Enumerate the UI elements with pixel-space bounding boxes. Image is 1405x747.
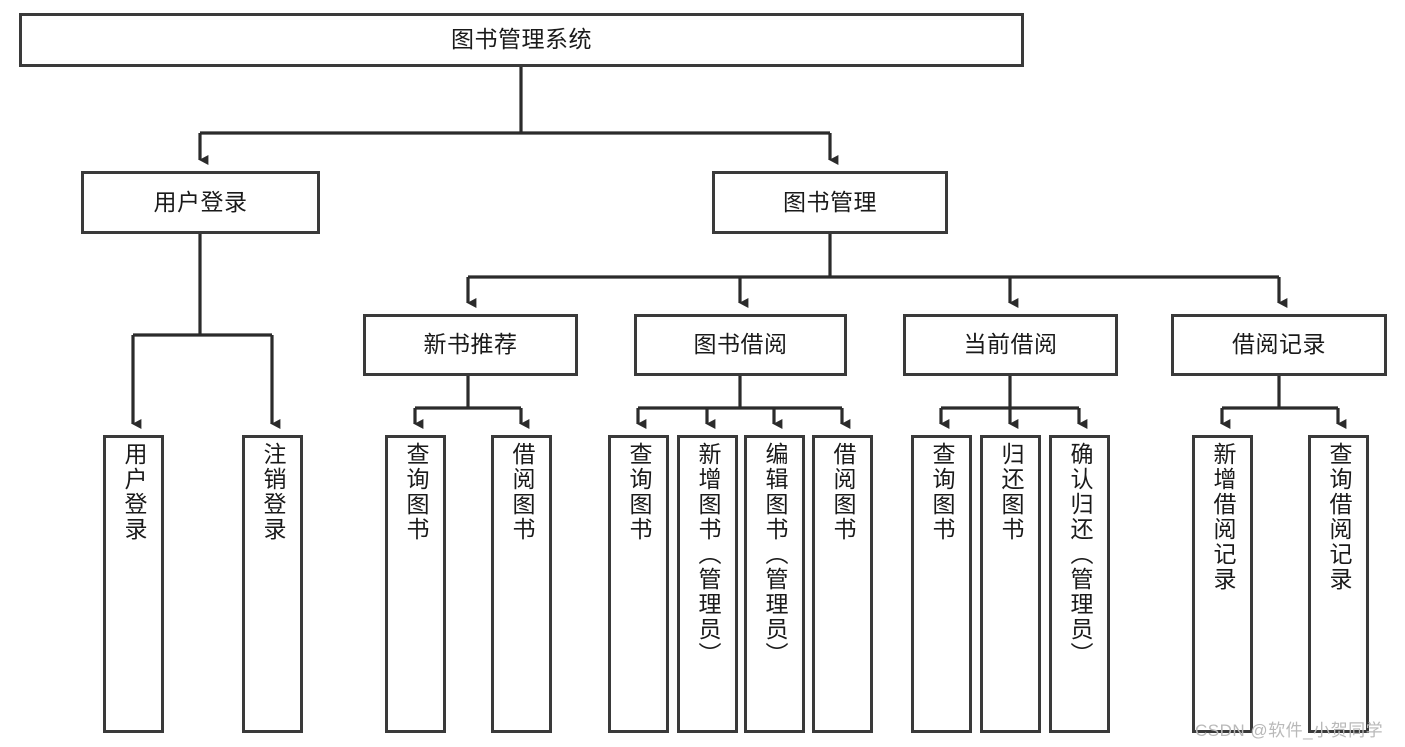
node-new-book-recommend[interactable]: 新书推荐 bbox=[363, 314, 578, 376]
node-label: 编辑图书（管理员） bbox=[762, 442, 788, 667]
leaf-confirm-return[interactable]: 确认归还（管理员） bbox=[1049, 435, 1110, 733]
node-label: 图书管理系统 bbox=[451, 26, 592, 53]
node-label: 查询借阅记录 bbox=[1326, 442, 1352, 592]
leaf-add-borrow-record[interactable]: 新增借阅记录 bbox=[1192, 435, 1253, 733]
node-label: 借阅图书 bbox=[830, 442, 856, 542]
node-label: 图书借阅 bbox=[693, 331, 788, 358]
leaf-user-logout[interactable]: 注销登录 bbox=[242, 435, 303, 733]
node-user-login[interactable]: 用户登录 bbox=[81, 171, 320, 234]
node-label: 查询图书 bbox=[929, 442, 955, 542]
leaf-edit-book[interactable]: 编辑图书（管理员） bbox=[744, 435, 805, 733]
leaf-user-login[interactable]: 用户登录 bbox=[103, 435, 164, 733]
leaf-query-book-current[interactable]: 查询图书 bbox=[911, 435, 972, 733]
node-label: 新书推荐 bbox=[423, 331, 518, 358]
node-label: 用户登录 bbox=[121, 442, 147, 542]
node-label: 查询图书 bbox=[403, 442, 429, 542]
node-root-system[interactable]: 图书管理系统 bbox=[19, 13, 1024, 67]
node-label: 当前借阅 bbox=[963, 331, 1058, 358]
node-label: 图书管理 bbox=[783, 188, 877, 215]
node-label: 借阅图书 bbox=[509, 442, 535, 542]
node-current-borrow[interactable]: 当前借阅 bbox=[903, 314, 1118, 376]
csdn-watermark: CSDN @软件_小贺同学 bbox=[1195, 721, 1384, 740]
node-label: 注销登录 bbox=[260, 442, 286, 542]
node-label: 借阅记录 bbox=[1232, 331, 1326, 358]
leaf-return-book[interactable]: 归还图书 bbox=[980, 435, 1041, 733]
leaf-borrow-book[interactable]: 借阅图书 bbox=[812, 435, 873, 733]
leaf-borrow-book-recommend[interactable]: 借阅图书 bbox=[491, 435, 552, 733]
leaf-add-book[interactable]: 新增图书（管理员） bbox=[677, 435, 738, 733]
leaf-query-borrow-record[interactable]: 查询借阅记录 bbox=[1308, 435, 1369, 733]
node-label: 用户登录 bbox=[153, 188, 248, 215]
node-label: 新增借阅记录 bbox=[1210, 442, 1236, 592]
node-book-borrow[interactable]: 图书借阅 bbox=[634, 314, 847, 376]
leaf-query-book-borrow[interactable]: 查询图书 bbox=[608, 435, 669, 733]
node-label: 归还图书 bbox=[998, 442, 1024, 542]
node-borrow-record[interactable]: 借阅记录 bbox=[1171, 314, 1387, 376]
leaf-query-book-recommend[interactable]: 查询图书 bbox=[385, 435, 446, 733]
node-label: 查询图书 bbox=[626, 442, 652, 542]
node-label: 新增图书（管理员） bbox=[695, 442, 721, 667]
node-book-manage[interactable]: 图书管理 bbox=[712, 171, 948, 234]
node-label: 确认归还（管理员） bbox=[1067, 442, 1093, 667]
